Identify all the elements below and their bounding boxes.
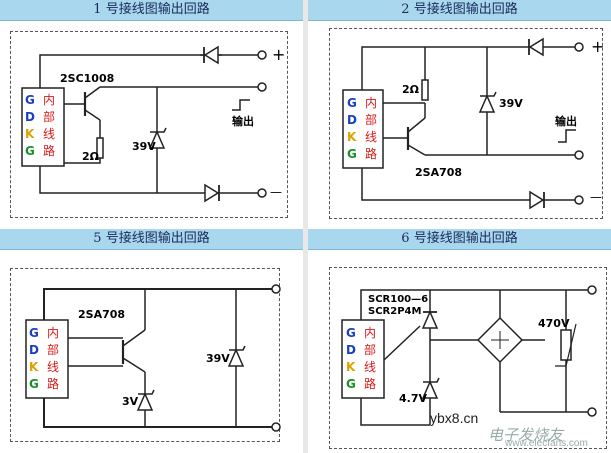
panel-5-transistor-label: 2SA708 (78, 308, 126, 321)
panel-6-box-letters: G D K G (346, 325, 356, 393)
panel-6-scr1-label: SCR100—6 (368, 294, 429, 305)
box-label-char: 内 (365, 96, 378, 110)
panel-1-border (10, 31, 288, 218)
panel-1-plus-label: + (272, 45, 286, 64)
box-label-char: 线 (47, 360, 60, 374)
box-label-char: 部 (43, 110, 56, 124)
panel-1-box-letters: G D K G (25, 92, 35, 160)
box-letter-d: D (25, 110, 35, 124)
panel-5-title: 5 号接线图输出回路 (0, 229, 303, 250)
panel-6-title: 6 号接线图输出回路 (308, 229, 611, 250)
box-label-char: 路 (43, 144, 56, 158)
panel-6-box-label: 内 部 线 路 (364, 325, 376, 393)
box-letter-d: D (29, 343, 39, 357)
panel-6-zener-label: 4.7V (399, 392, 427, 405)
panel-5-box-letters: G D K G (29, 325, 39, 393)
panel-2-title: 2 号接线图输出回路 (308, 0, 611, 21)
panel-2-plus-label: + (591, 37, 605, 56)
box-letter-g2: G (346, 377, 356, 391)
box-label-char: 内 (364, 326, 377, 340)
box-letter-g: G (25, 93, 35, 107)
panel-6-scr2-label: SCR2P4M (368, 306, 422, 317)
box-label-char: 线 (365, 130, 378, 144)
panel-1-transistor-label: 2SC1008 (60, 72, 115, 85)
box-letter-k: K (347, 130, 357, 144)
panel-1-zener-label: 39V (132, 140, 156, 153)
box-letter-d: D (346, 343, 356, 357)
watermark-site: ybx8.cn (430, 410, 479, 426)
panel-1-title: 1 号接线图输出回路 (0, 0, 303, 21)
box-label-char: 内 (47, 326, 60, 340)
box-letter-k: K (25, 127, 35, 141)
panel-1-minus-label: — (270, 185, 282, 199)
box-letter-g2: G (25, 144, 35, 158)
box-label-char: 线 (364, 360, 377, 374)
panel-separator-vertical (303, 0, 308, 453)
panel-1-resistor-label: 2Ω (82, 150, 100, 163)
panel-2-border (329, 28, 603, 219)
panel-6-varistor-label: 470V (538, 317, 570, 330)
box-label-char: 路 (47, 377, 60, 391)
box-letter-g2: G (347, 147, 357, 161)
panel-1-box-label: 内 部 线 路 (43, 92, 55, 160)
panel-5-border (10, 268, 280, 442)
box-letter-d: D (347, 113, 357, 127)
panel-6-border (329, 267, 607, 449)
box-label-char: 线 (43, 127, 56, 141)
box-letter-g2: G (29, 377, 39, 391)
box-letter-g: G (346, 326, 356, 340)
box-label-char: 路 (365, 147, 378, 161)
box-label-char: 部 (47, 343, 60, 357)
box-label-char: 内 (43, 93, 56, 107)
panel-1-output-label: 输出 (232, 115, 254, 128)
box-label-char: 部 (364, 343, 377, 357)
panel-5-box-label: 内 部 线 路 (47, 325, 59, 393)
box-letter-k: K (29, 360, 39, 374)
panel-2-zener-label: 39V (499, 97, 523, 110)
watermark-url: www.elecfans.com (505, 438, 588, 449)
panel-5-zener-big-label: 39V (206, 352, 230, 365)
panel-2-resistor-label: 2Ω (402, 83, 420, 96)
watermark-brand: 电子发烧友 (488, 428, 564, 444)
box-letter-g: G (347, 96, 357, 110)
panel-5-zener-small-label: 3V (122, 395, 139, 408)
panel-2-box-letters: G D K G (347, 95, 357, 163)
panel-2-transistor-label: 2SA708 (415, 166, 463, 179)
panel-2-minus-label: — (590, 190, 602, 204)
box-letter-g: G (29, 326, 39, 340)
box-label-char: 部 (365, 113, 378, 127)
box-letter-k: K (346, 360, 356, 374)
box-label-char: 路 (364, 377, 377, 391)
panel-2-output-label: 输出 (555, 115, 577, 128)
panel-2-box-label: 内 部 线 路 (365, 95, 377, 163)
